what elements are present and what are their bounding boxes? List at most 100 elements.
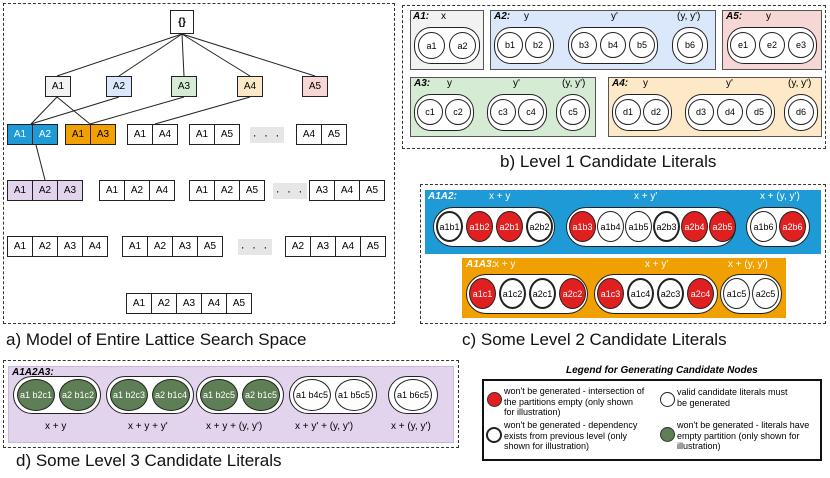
group-label: A5: bbox=[726, 11, 743, 22]
partition-label: y' bbox=[611, 11, 618, 22]
legend-thick-text: won't be generated - dependency exists f… bbox=[504, 420, 638, 451]
literal: b2 bbox=[525, 32, 551, 58]
lattice-panel bbox=[3, 3, 395, 324]
partition-label: y bbox=[643, 78, 648, 89]
literal: b6 bbox=[677, 32, 703, 58]
lattice-root: {} bbox=[170, 10, 194, 34]
legend-red-swatch bbox=[487, 392, 502, 407]
group-label: A3: bbox=[414, 78, 431, 89]
legend bbox=[482, 379, 822, 461]
legend-white-text: valid candidate literals must be generat… bbox=[677, 387, 788, 408]
legend-green-text: won't be generated - literals have empty… bbox=[677, 420, 810, 451]
literal: b3 bbox=[571, 32, 597, 58]
ellipsis: · · · bbox=[238, 239, 272, 255]
group-formula: x + y' + (y, y') bbox=[295, 421, 354, 432]
ellipsis: · · · bbox=[273, 183, 307, 199]
lattice-node-A1A3: A1 A3 bbox=[65, 124, 116, 145]
caption-a: a) Model of Entire Lattice Search Space bbox=[6, 330, 307, 349]
legend-green-swatch bbox=[660, 427, 675, 442]
partition-label: x + (y, y') bbox=[760, 191, 800, 202]
literal: c1 bbox=[417, 99, 443, 125]
literal: e1 bbox=[730, 32, 756, 58]
partition-label: y bbox=[766, 11, 771, 22]
literal: c3 bbox=[490, 99, 516, 125]
legend-red-text: won't be generated - intersection of the… bbox=[504, 386, 645, 417]
literal: e3 bbox=[788, 32, 814, 58]
lattice-node-A1: A1 bbox=[45, 76, 71, 97]
partition-label: (y, y') bbox=[788, 78, 812, 89]
partition-label: x + (y, y') bbox=[728, 259, 768, 270]
group-formula: x + y bbox=[45, 421, 67, 432]
group-label: A4: bbox=[612, 78, 629, 89]
literal: c4 bbox=[518, 99, 544, 125]
literal: d2 bbox=[643, 99, 669, 125]
lattice-node-A4: A4 bbox=[237, 76, 263, 97]
partition-label: y bbox=[524, 11, 529, 22]
caption-d: d) Some Level 3 Candidate Literals bbox=[16, 451, 282, 470]
group-formula: x + y + (y, y') bbox=[206, 421, 263, 432]
literal: d4 bbox=[717, 99, 743, 125]
partition-label: (y, y') bbox=[562, 78, 586, 89]
lattice-node-A1A2A3: A1 A2 A3 bbox=[7, 180, 83, 201]
partition-label: y' bbox=[513, 78, 520, 89]
lattice-node-A5: A5 bbox=[302, 76, 328, 97]
literal: d3 bbox=[688, 99, 714, 125]
group-label: A2: bbox=[494, 11, 511, 22]
group-label: A1A3: bbox=[466, 259, 495, 270]
ellipsis: · · · bbox=[250, 127, 284, 143]
literal: c2 bbox=[445, 99, 471, 125]
literal: d6 bbox=[788, 99, 814, 125]
legend-thick-swatch bbox=[486, 427, 502, 443]
literal: b1 bbox=[497, 32, 523, 58]
partition-label: x + y' bbox=[645, 259, 669, 270]
group-formula: x + y + y' bbox=[128, 421, 168, 432]
partition-label: y' bbox=[726, 78, 733, 89]
literal: a2 bbox=[449, 32, 476, 59]
lattice-node-A1A2: A1 A2 bbox=[7, 124, 58, 145]
literal: a1 bbox=[418, 32, 445, 59]
literal: c5 bbox=[560, 99, 586, 125]
legend-title: Legend for Generating Candidate Nodes bbox=[566, 365, 758, 376]
group-label: A1A2: bbox=[428, 191, 457, 202]
partition-label: (y, y') bbox=[677, 11, 701, 22]
caption-b: b) Level 1 Candidate Literals bbox=[500, 152, 717, 171]
group-label: A1: bbox=[413, 11, 430, 22]
level1-panel bbox=[402, 5, 826, 149]
partition-label: x bbox=[441, 11, 446, 22]
literal: d5 bbox=[746, 99, 772, 125]
caption-c: c) Some Level 2 Candidate Literals bbox=[462, 330, 727, 349]
lattice-node-A3: A3 bbox=[171, 76, 197, 97]
group-label: A1A2A3: bbox=[12, 367, 54, 378]
